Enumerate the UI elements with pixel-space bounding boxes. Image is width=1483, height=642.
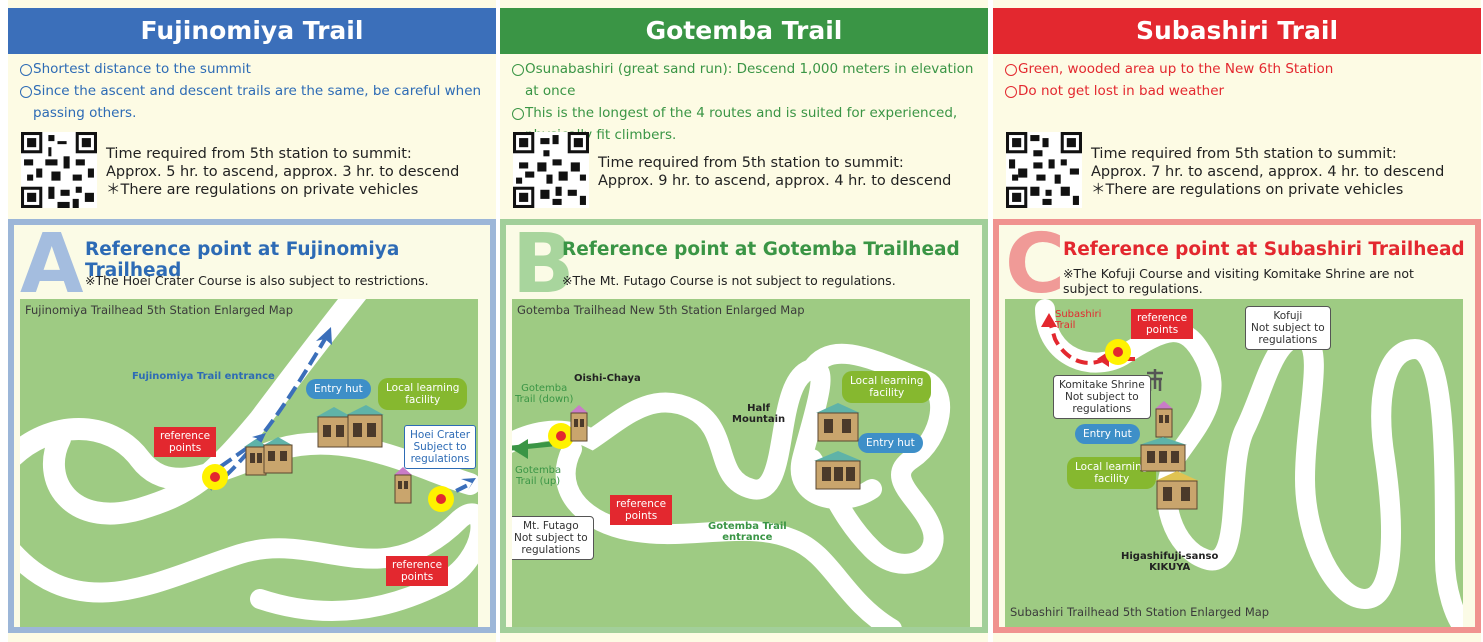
- subashiri-panel: C Reference point at Subashiri Trailhead…: [993, 219, 1481, 633]
- mt-futago-label: Mt. Futago Not subject to regulations: [512, 516, 594, 560]
- fujinomiya-title: Fujinomiya Trail: [8, 8, 496, 54]
- local-learning-label: Local learning facility: [842, 371, 932, 403]
- reference-point-marker[interactable]: [548, 423, 574, 449]
- panel-letter: B: [512, 217, 575, 312]
- building-icon: [244, 437, 293, 476]
- building-icon: [1155, 401, 1173, 438]
- fujinomiya-column: Fujinomiya Trail Shortest distance to th…: [8, 0, 496, 642]
- time-line: Time required from 5th station to summit…: [106, 146, 412, 162]
- gotemba-column: Gotemba Trail Osunabashiri (great sand r…: [500, 0, 988, 642]
- gotemba-trail-down-label: Gotemba Trail (down): [515, 383, 574, 405]
- gotemba-map: Gotemba Trailhead New 5th Station Enlarg…: [512, 299, 970, 627]
- map-label: Gotemba Trailhead New 5th Station Enlarg…: [517, 303, 805, 317]
- fujinomiya-notes: Shortest distance to the summit Since th…: [20, 58, 490, 124]
- subashiri-map: Subashiri Trailhead 5th Station Enlarged…: [1005, 299, 1463, 627]
- building-icon: [570, 405, 588, 442]
- gotemba-panel: B Reference point at Gotemba Trailhead ※…: [500, 219, 988, 633]
- reference-points-label: reference points: [610, 495, 673, 525]
- reference-point-marker[interactable]: [202, 464, 228, 490]
- kofuji-label: Kofuji Not subject to regulations: [1245, 306, 1331, 350]
- building-icon: [316, 405, 384, 448]
- trail-entrance-label: Fujinomiya Trail entrance: [132, 371, 275, 382]
- qr-code-icon[interactable]: [21, 132, 97, 208]
- subashiri-note: Do not get lost in bad weather: [1005, 80, 1475, 102]
- subashiri-trail-label: Subashiri Trail: [1055, 309, 1102, 331]
- gotemba-note: Osunabashiri (great sand run): Descend 1…: [512, 58, 982, 102]
- qr-code-icon[interactable]: [513, 132, 589, 208]
- map-label: Subashiri Trailhead 5th Station Enlarged…: [1010, 605, 1270, 619]
- subashiri-notes: Green, wooded area up to the New 6th Sta…: [1005, 58, 1475, 102]
- subashiri-title: Subashiri Trail: [993, 8, 1481, 54]
- time-line: Approx. 9 hr. to ascend, approx. 4 hr. t…: [598, 173, 952, 189]
- time-line: Time required from 5th station to summit…: [1091, 146, 1397, 162]
- reference-point-marker[interactable]: [428, 486, 454, 512]
- local-learning-label: Local learning facility: [378, 378, 468, 410]
- hoei-crater-label: Hoei Crater Subject to regulations: [404, 425, 477, 469]
- panel-note: ※The Mt. Futago Course is not subject to…: [562, 273, 896, 288]
- road-network: [512, 343, 950, 627]
- fujinomiya-note: Since the ascent and descent trails are …: [20, 80, 490, 124]
- time-line: ＊There are regulations on private vehicl…: [106, 182, 419, 198]
- building-icon: [1155, 471, 1199, 510]
- time-line: Approx. 7 hr. to ascend, approx. 4 hr. t…: [1091, 164, 1445, 180]
- fujinomiya-panel: A Reference point at Fujinomiya Trailhea…: [8, 219, 496, 633]
- panel-title: Reference point at Subashiri Trailhead: [1063, 239, 1465, 260]
- oishi-chaya-label: Oishi-Chaya: [574, 373, 641, 384]
- map-label: Fujinomiya Trailhead 5th Station Enlarge…: [25, 303, 293, 317]
- panel-note: ※The Hoei Crater Course is also subject …: [85, 273, 429, 288]
- entry-hut-label: Entry hut: [858, 433, 923, 453]
- half-mountain-label: Half Mountain: [732, 403, 786, 425]
- entry-hut-label: Entry hut: [306, 379, 371, 399]
- panel-note: ※The Kofuji Course and visiting Komitake…: [1063, 266, 1414, 296]
- building-icon: [814, 451, 862, 490]
- subashiri-note: Green, wooded area up to the New 6th Sta…: [1005, 58, 1475, 80]
- panel-letter: C: [1005, 217, 1066, 312]
- subashiri-time-info: Time required from 5th station to summit…: [1091, 145, 1444, 199]
- reference-points-label: reference points: [154, 427, 217, 457]
- panel-letter: A: [20, 217, 84, 312]
- time-line: ＊There are regulations on private vehicl…: [1091, 182, 1404, 198]
- fujinomiya-note: Shortest distance to the summit: [20, 58, 490, 80]
- building-icon: [816, 403, 860, 442]
- panel-title: Reference point at Fujinomiya Trailhead: [85, 239, 400, 281]
- building-icon: [1139, 437, 1187, 472]
- gotemba-trail-up-label: Gotemba Trail (up): [515, 465, 562, 487]
- fujinomiya-map: Fujinomiya Trailhead 5th Station Enlarge…: [20, 299, 478, 627]
- subashiri-column: Subashiri Trail Green, wooded area up to…: [993, 0, 1481, 642]
- panel-title: Reference point at Gotemba Trailhead: [562, 239, 960, 260]
- komitake-shrine-label: Komitake Shrine Not subject to regulatio…: [1053, 375, 1151, 419]
- gotemba-title: Gotemba Trail: [500, 8, 988, 54]
- time-line: Time required from 5th station to summit…: [598, 155, 904, 171]
- gotemba-trail-entrance-label: Gotemba Trail entrance: [708, 521, 787, 543]
- gotemba-notes: Osunabashiri (great sand run): Descend 1…: [512, 58, 982, 146]
- building-icon: [394, 467, 412, 504]
- reference-points-label: reference points: [1131, 309, 1194, 339]
- gotemba-time-info: Time required from 5th station to summit…: [598, 154, 951, 190]
- fujinomiya-time-info: Time required from 5th station to summit…: [106, 145, 459, 199]
- entry-hut-label: Entry hut: [1075, 424, 1140, 444]
- time-line: Approx. 5 hr. to ascend, approx. 3 hr. t…: [106, 164, 460, 180]
- qr-code-icon[interactable]: [1006, 132, 1082, 208]
- reference-points-label: reference points: [386, 556, 449, 586]
- higashifuji-sanso-label: Higashifuji-sanso KIKUYA: [1121, 551, 1219, 573]
- reference-point-marker[interactable]: [1105, 339, 1131, 365]
